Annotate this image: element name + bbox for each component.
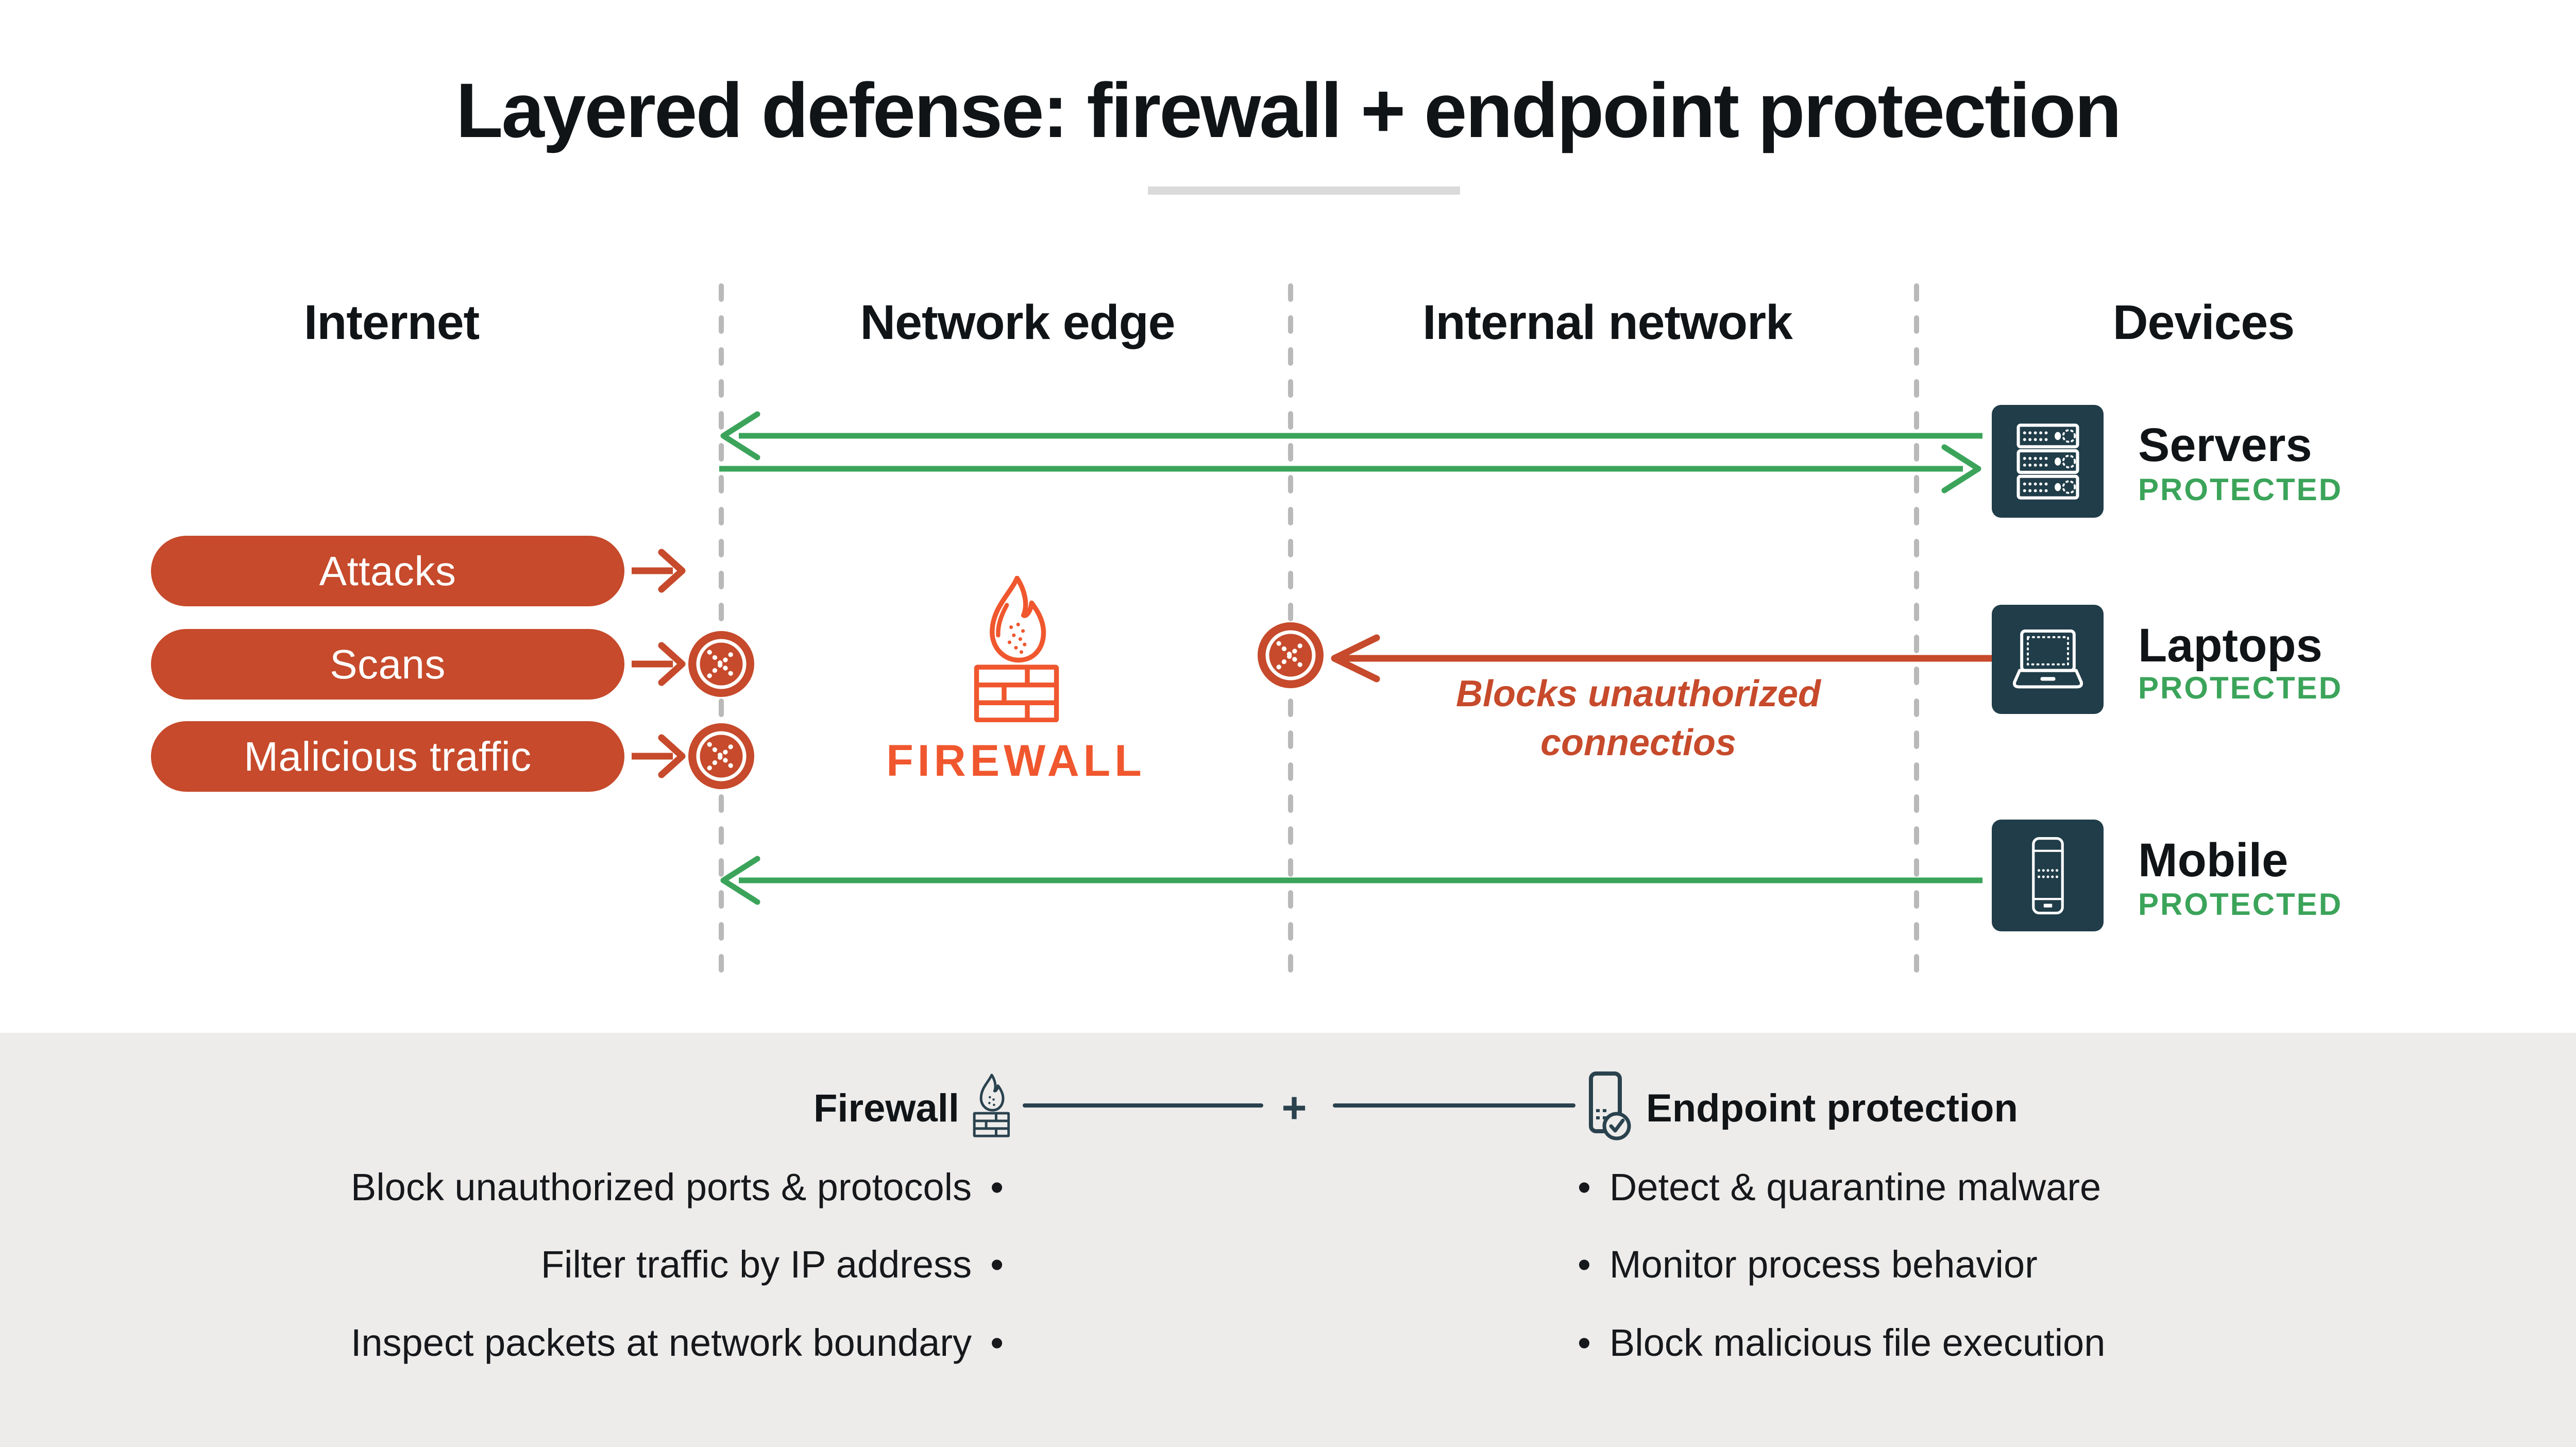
threat-arrow-icon [632,734,686,778]
threat-label: Malicious traffic [244,733,532,779]
threat-label: Scans [330,641,446,687]
device-card-laptops [1992,605,2104,714]
feature-text: Block unauthorized ports & protocols [350,1166,972,1208]
endpoint-feature-item: • Block malicious file execution [1578,1321,2105,1365]
block-note-line2: connectios [1540,722,1737,764]
firewall-label: FIREWALL [886,736,1146,786]
blocked-icon [688,723,754,789]
legend-connector-line [1333,1103,1575,1108]
column-header-internet: Internet [303,295,480,350]
device-label: Mobile [2138,834,2289,887]
endpoint-legend-title: Endpoint protection [1646,1086,2018,1130]
servers-icon [2016,423,2079,500]
feature-text: Inspect packets at network boundary [350,1321,972,1364]
firewall-legend-title: Firewall [814,1086,959,1130]
zone-divider-3 [1914,283,1919,984]
endpoint-feature-item: • Monitor process behavior [1578,1242,2038,1286]
column-header-devices: Devices [2112,295,2295,350]
firewall-feature-item: Block unauthorized ports & protocols • [0,1165,1004,1209]
threat-arrow-icon [632,549,686,593]
firewall-feature-item: Filter traffic by IP address • [0,1242,1004,1286]
bullet-icon: • [990,1321,1004,1364]
feature-text: Monitor process behavior [1609,1243,2038,1286]
bullet-icon: • [1578,1166,1591,1208]
blocked-connection-arrow-icon [1331,634,1993,683]
endpoint-protection-icon [1589,1071,1631,1140]
block-note: Blocks unauthorized connectios [1329,670,1947,768]
column-header-network-edge: Network edge [860,295,1176,350]
legend-connector-line [1023,1103,1263,1108]
blocked-icon [688,631,754,697]
laptop-icon [2012,629,2083,688]
protected-badge: PROTECTED [2138,887,2343,922]
bullet-icon: • [990,1166,1004,1208]
zone-divider-2 [1288,283,1293,984]
bullet-icon: • [990,1243,1004,1286]
allowed-traffic-arrow-right-icon [719,444,1981,493]
threat-pill-attacks: Attacks [151,536,624,606]
column-header-internal-network: Internal network [1422,295,1793,350]
zone-divider-1 [719,283,724,984]
threat-pill-scans: Scans [151,629,624,700]
threat-arrow-icon [632,642,686,686]
plus-sign: + [1281,1083,1307,1132]
bullet-icon: • [1578,1321,1591,1364]
allowed-traffic-arrow-bottom-icon [720,856,1982,905]
threat-label: Attacks [319,548,456,594]
firewall-icon [974,576,1059,722]
feature-text: Detect & quarantine malware [1609,1166,2102,1208]
firewall-feature-item: Inspect packets at network boundary • [0,1321,1004,1365]
device-card-servers [1992,405,2104,518]
blocked-icon [1258,622,1324,688]
title-underline [1148,186,1460,195]
protected-badge: PROTECTED [2138,472,2343,507]
page-title: Layered defense: firewall + endpoint pro… [455,67,2122,154]
threat-pill-malicious-traffic: Malicious traffic [151,721,624,792]
device-label: Servers [2138,419,2312,471]
feature-text: Filter traffic by IP address [540,1243,972,1286]
device-card-mobile [1992,820,2104,931]
endpoint-feature-item: • Detect & quarantine malware [1578,1165,2101,1209]
legend-band [0,1033,2576,1447]
block-note-line1: Blocks unauthorized [1455,673,1821,714]
mobile-icon [2031,837,2064,914]
bullet-icon: • [1578,1243,1591,1286]
allowed-traffic-arrow-left-icon [720,411,1982,461]
protected-badge: PROTECTED [2138,671,2343,705]
feature-text: Block malicious file execution [1609,1321,2106,1364]
firewall-mini-icon [973,1074,1010,1137]
device-label: Laptops [2138,619,2323,672]
